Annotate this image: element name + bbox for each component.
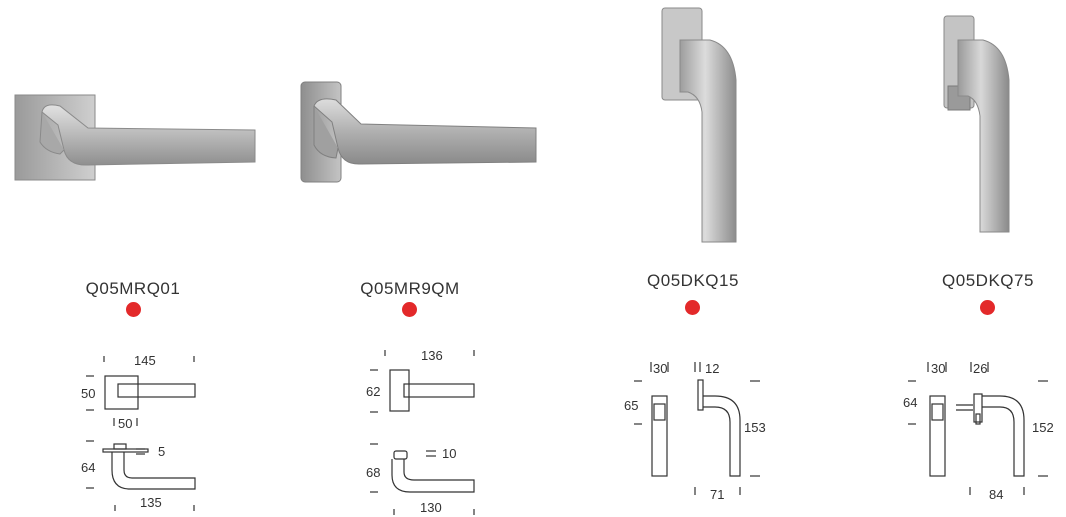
dimension-projection: 64 xyxy=(81,460,96,475)
dimension-drawing-top xyxy=(634,362,760,495)
lever-handle-square-rose-photo xyxy=(14,94,256,181)
dimension-length: 145 xyxy=(134,353,156,368)
dimension-reach: 130 xyxy=(420,500,442,515)
dimension-height: 153 xyxy=(744,420,766,435)
dimension-rose-height: 62 xyxy=(366,384,381,399)
window-handle-locking-photo xyxy=(943,15,1010,233)
dimension-drawing-top xyxy=(908,362,1048,495)
dimension-rose-depth: 5 xyxy=(158,444,166,459)
dimension-reach: 135 xyxy=(140,495,162,510)
product-card-q05mrq01: Q05MRQ01 145 50 50 5 64 135 xyxy=(0,0,266,517)
product-card-q05dkq15: Q05DKQ15 30 12 65 153 71 xyxy=(550,0,808,517)
dimension-base-width: 30 xyxy=(931,361,946,376)
dimension-drawing-top xyxy=(86,356,196,511)
product-code: Q05DKQ75 xyxy=(942,271,1034,290)
color-marker-dot xyxy=(126,302,141,317)
dimension-base-width: 30 xyxy=(653,361,668,376)
color-marker-dot xyxy=(685,300,700,315)
dimension-height: 152 xyxy=(1032,420,1054,435)
dimension-projection: 71 xyxy=(710,487,725,502)
dimension-spindle: 12 xyxy=(705,361,720,376)
color-marker-dot xyxy=(402,302,417,317)
dimension-projection: 68 xyxy=(366,465,381,480)
product-card-q05dkq75: Q05DKQ75 30 26 64 152 84 xyxy=(808,0,1066,517)
dimension-rose-depth: 10 xyxy=(442,446,457,461)
dimension-drawing-top xyxy=(370,350,475,515)
lever-handle-rectangular-rose-photo xyxy=(300,81,537,183)
window-handle-photo xyxy=(661,7,737,243)
dimension-base-height: 64 xyxy=(903,395,918,410)
dimension-rose-height: 50 xyxy=(81,386,96,401)
dimension-spindle: 26 xyxy=(973,361,988,376)
dimension-rose-width: 50 xyxy=(118,416,133,431)
product-card-q05mr9qm: Q05MR9QM 136 62 10 68 130 xyxy=(266,0,537,517)
product-code: Q05DKQ15 xyxy=(647,271,739,290)
product-code: Q05MRQ01 xyxy=(85,279,181,298)
dimension-base-height: 65 xyxy=(624,398,639,413)
dimension-length: 136 xyxy=(421,348,443,363)
product-code: Q05MR9QM xyxy=(360,279,460,298)
dimension-projection: 84 xyxy=(989,487,1004,502)
color-marker-dot xyxy=(980,300,995,315)
